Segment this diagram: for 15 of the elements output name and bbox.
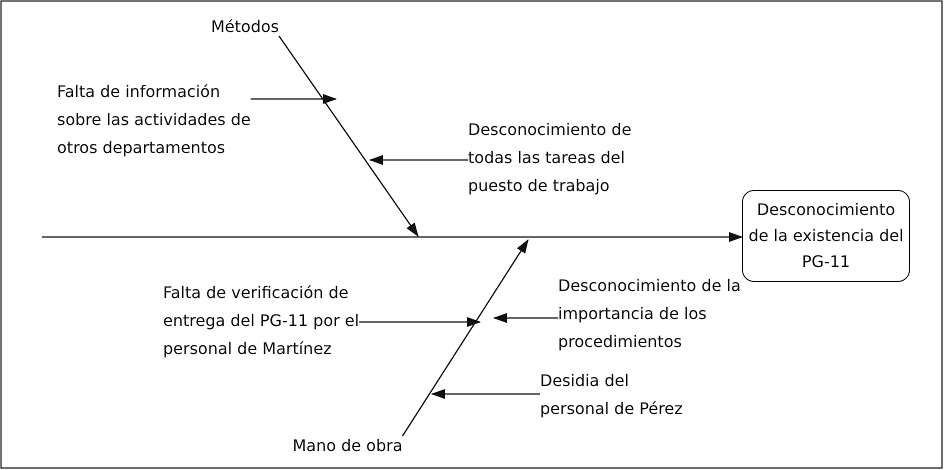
cause-arrow [431, 389, 540, 399]
effect-box: Desconocimiento de la existencia del PG-11 [742, 190, 910, 282]
spine-arrow [42, 232, 743, 242]
cause-text: Falta de verificación de entrega del PG-11 por el personal de Martínez [163, 279, 400, 363]
cause-arrow [369, 155, 468, 165]
cause-arrow [250, 94, 337, 104]
cause-text: Desconocimiento de todas las tareas del puesto de trabajo [468, 116, 663, 200]
cause-arrow [359, 317, 481, 327]
category-label: Métodos [200, 13, 290, 41]
cause-text: Falta de información sobre las actividades de otros departamentos [57, 78, 262, 162]
category-label: Mano de obra [275, 432, 420, 460]
bone-arrow [278, 36, 419, 237]
cause-text: Desidia del personal de Pérez [540, 367, 700, 423]
cause-arrow [493, 313, 558, 323]
bone-arrow [402, 239, 529, 436]
